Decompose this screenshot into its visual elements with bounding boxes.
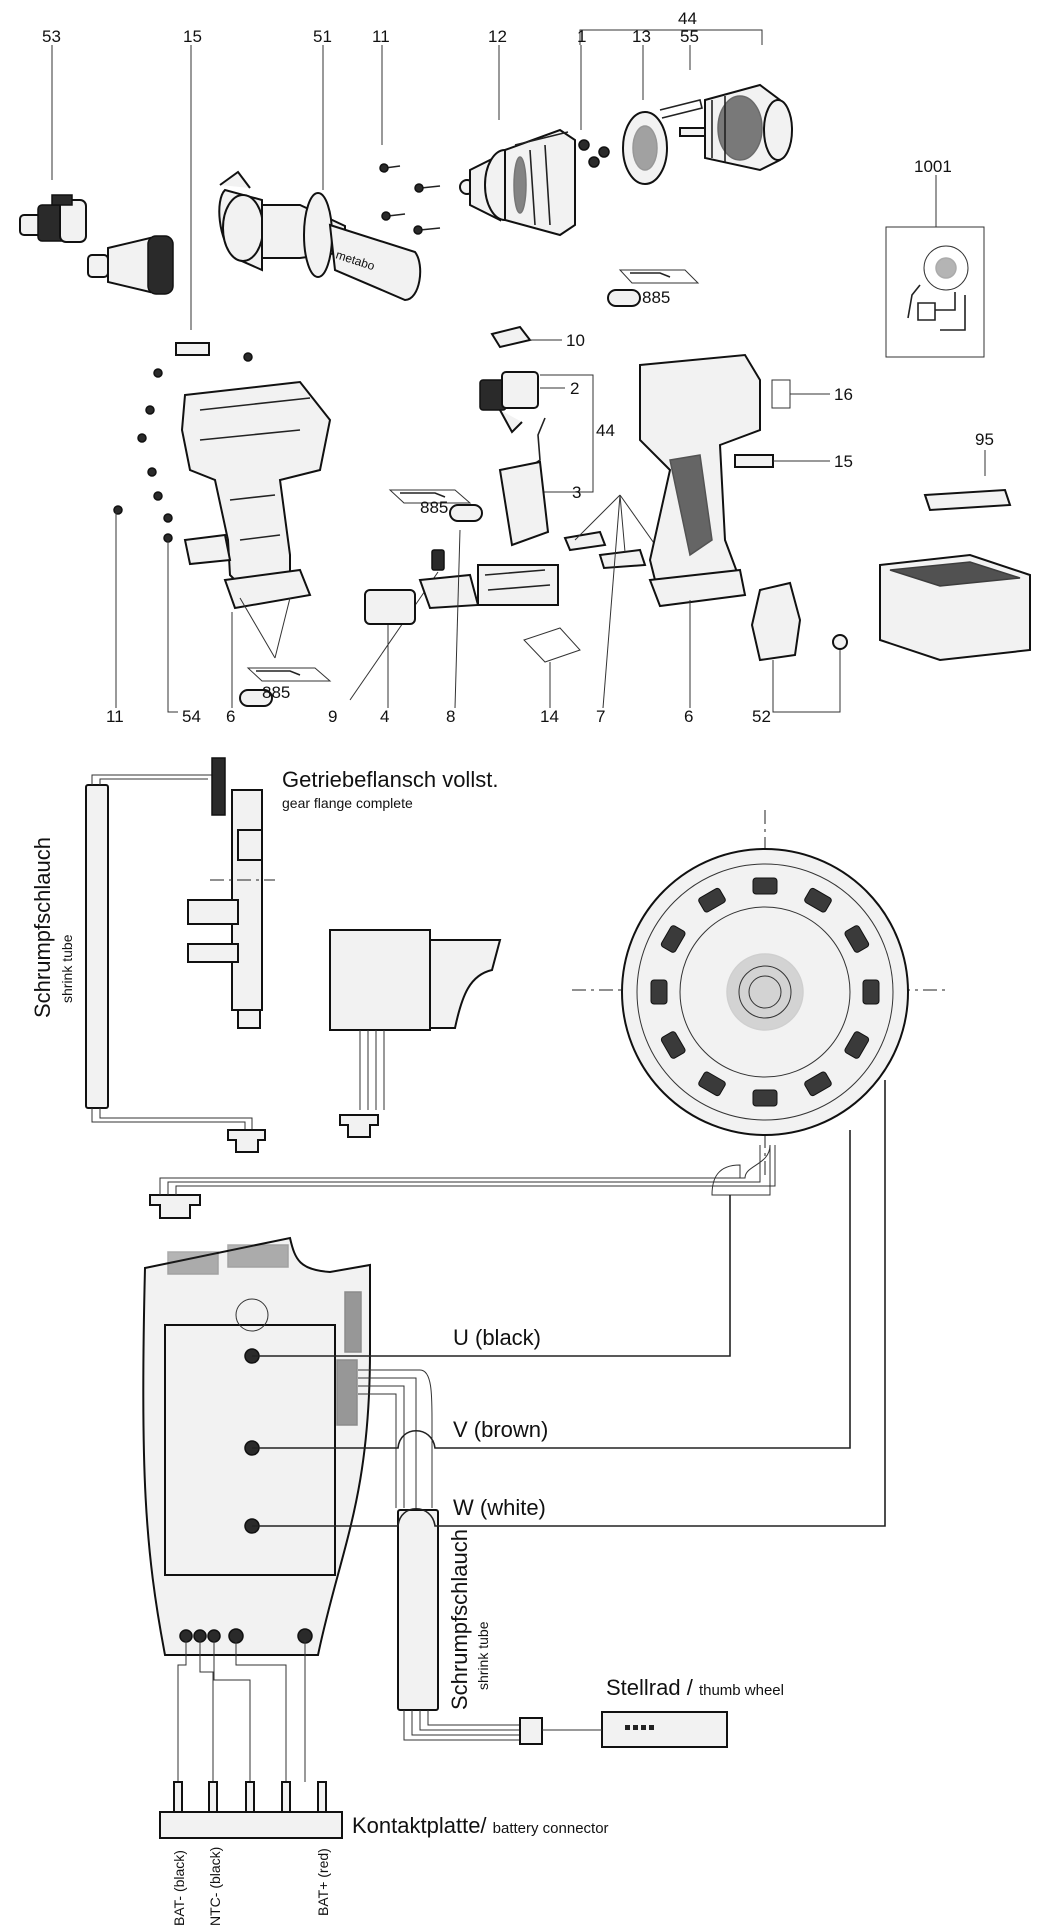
part-55-motor — [679, 45, 793, 172]
label-15-top: 15 — [183, 27, 202, 46]
label-44-top: 44 — [678, 9, 697, 28]
part-11-screws-top — [379, 45, 441, 235]
housing-right-half — [639, 353, 761, 608]
stator-slot — [660, 1031, 686, 1059]
label-15-right: 15 — [834, 452, 853, 471]
grease-885-a — [607, 269, 700, 307]
label-1: 1 — [577, 27, 586, 46]
label-52: 52 — [752, 707, 771, 726]
shrink-tube-mid-en: shrink tube — [475, 1621, 491, 1690]
housing-left-half — [180, 380, 332, 610]
label-6-right: 6 — [684, 707, 693, 726]
drill-chuck — [87, 235, 174, 295]
part-3-electronics — [477, 417, 559, 606]
part-1-screws — [578, 45, 610, 168]
part-7-brackets — [563, 530, 647, 570]
label-7: 7 — [596, 707, 605, 726]
stator-slot — [698, 887, 726, 913]
phase-v-label: V (brown) — [453, 1417, 548, 1442]
label-12: 12 — [488, 27, 507, 46]
part-2-switch — [479, 371, 539, 434]
label-51: 51 — [313, 27, 332, 46]
part-1001-sensor-board — [885, 175, 985, 358]
motor-harness — [159, 1144, 776, 1196]
label-44-mid: 44 — [596, 421, 615, 440]
label-4: 4 — [380, 707, 389, 726]
label-11-bottom: 11 — [106, 707, 124, 726]
label-9: 9 — [328, 707, 337, 726]
stator-slot — [698, 1071, 726, 1097]
label-10: 10 — [566, 331, 585, 350]
part-12-gearbox — [459, 45, 576, 237]
label-16: 16 — [834, 385, 853, 404]
phase-u-label: U (black) — [453, 1325, 541, 1350]
part-15-label-top — [175, 342, 210, 356]
label-3: 3 — [572, 483, 581, 502]
label-95: 95 — [975, 430, 994, 449]
gear-flange-de: Getriebeflansch vollst. — [282, 767, 498, 792]
shrink-tube-left-en: shrink tube — [59, 934, 75, 1003]
part-54-cover — [167, 533, 232, 713]
label-885-b: 885 — [420, 498, 448, 517]
gear-flange-en: gear flange complete — [282, 795, 413, 811]
battery-connector — [159, 1640, 343, 1839]
part-15-label-right — [734, 454, 774, 468]
stator-slot — [752, 877, 778, 895]
trigger-switch — [329, 929, 502, 1110]
label-11-top: 11 — [372, 27, 390, 46]
phase-w-label: W (white) — [453, 1495, 546, 1520]
thumb-wheel-label: Stellrad / thumb wheel — [606, 1675, 784, 1700]
phase-wires — [252, 1080, 886, 1527]
motor-stator — [572, 810, 950, 1175]
part-53-bit-holder — [19, 45, 87, 243]
label-6-left: 6 — [226, 707, 235, 726]
label-885-a: 885 — [642, 288, 670, 307]
label-8: 8 — [446, 707, 455, 726]
grease-885-c — [239, 667, 332, 707]
part-8-reverse-switch — [418, 573, 480, 610]
label-1001: 1001 — [914, 157, 952, 176]
stator-slot — [844, 925, 870, 953]
stator-slot — [804, 1071, 832, 1097]
connectors — [149, 1114, 379, 1219]
thumbwheel-harness — [358, 1369, 728, 1748]
controller-pcb — [142, 1236, 371, 1656]
part-13-motor-flange — [622, 45, 703, 185]
stator-slot — [660, 925, 686, 953]
grease-885-b — [388, 489, 483, 522]
part-9-spring — [431, 549, 445, 571]
battery-connector-label: Kontaktplatte/ battery connector — [352, 1813, 609, 1838]
label-13: 13 — [632, 27, 651, 46]
shrink-tube-left-de: Schrumpfschlauch — [30, 837, 55, 1018]
bat-plus-label: BAT+ (red) — [315, 1848, 331, 1916]
part-10-slider — [490, 325, 532, 349]
ntc-minus-label: NTC- (black) — [207, 1847, 223, 1926]
part-95-battery-pack — [879, 450, 1031, 662]
stator-slot — [752, 1089, 778, 1107]
label-2: 2 — [570, 379, 579, 398]
bat-minus-label: BAT- (black) — [171, 1850, 187, 1926]
label-54: 54 — [182, 707, 201, 726]
shrink-tube-mid-de: Schrumpfschlauch — [447, 1529, 472, 1710]
label-55: 55 — [680, 27, 699, 46]
stator-slot — [650, 979, 668, 1005]
part-4-led — [364, 589, 416, 625]
part-14-label — [523, 627, 581, 663]
part-51-side-handle: metabo — [218, 45, 422, 302]
label-14: 14 — [540, 707, 559, 726]
label-885-c: 885 — [262, 683, 290, 702]
gear-flange-complete — [187, 757, 275, 1029]
stator-slot — [804, 887, 832, 913]
stator-slot — [844, 1031, 870, 1059]
part-16-label — [771, 379, 791, 409]
label-53: 53 — [42, 27, 61, 46]
part-52-belt-clip — [750, 581, 848, 713]
stator-slot — [862, 979, 880, 1005]
